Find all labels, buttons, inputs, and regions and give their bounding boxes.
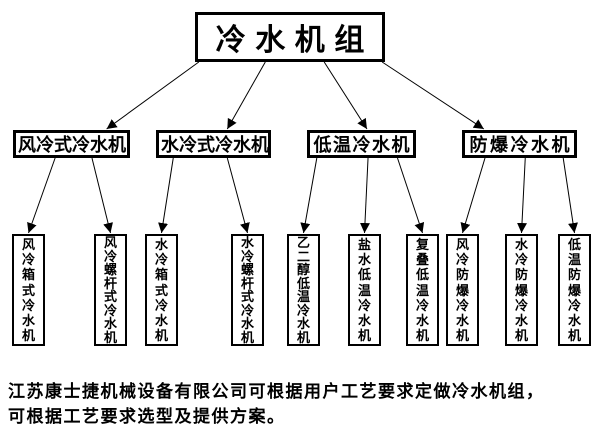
node-branch-low-temp-chiller: 低温冷水机 [307, 130, 416, 158]
node-leaf-brine-low-temp-chiller: 盐水低温冷水机 [348, 234, 381, 346]
node-branch-explosion-proof-chiller: 防爆冷水机 [462, 130, 577, 158]
node-leaf-water-cooled-screw-chiller: 水冷螺杆式冷水机 [231, 234, 264, 346]
node-root-chiller-unit: 冷水机组 [195, 12, 385, 62]
node-leaf-air-cooled-box-chiller: 风冷箱式冷水机 [12, 234, 45, 346]
node-leaf-water-cooled-box-chiller: 水冷箱式冷水机 [145, 234, 178, 346]
node-leaf-water-cooled-explosion-proof-chiller: 水冷防爆冷水机 [505, 234, 538, 346]
node-leaf-air-cooled-explosion-proof-chiller: 风冷防爆冷水机 [446, 234, 479, 346]
node-leaf-cascade-low-temp-chiller: 复叠低温冷水机 [406, 234, 439, 346]
footer-note-line2: 可根据工艺要求选型及提供方案。 [8, 407, 286, 425]
node-branch-air-cooled-chiller: 风冷式冷水机 [13, 130, 130, 158]
node-leaf-air-cooled-screw-chiller: 风冷螺杆式冷水机 [94, 234, 127, 346]
node-leaf-glycol-low-temp-chiller: 乙二醇低温冷水机 [287, 234, 320, 346]
node-branch-water-cooled-chiller: 水冷式冷水机 [156, 130, 271, 158]
node-leaf-low-temp-explosion-proof-chiller: 低温防爆冷水机 [558, 234, 591, 346]
footer-note-line1: 江苏康士捷机械设备有限公司可根据用户工艺要求定做冷水机组， [8, 382, 545, 401]
